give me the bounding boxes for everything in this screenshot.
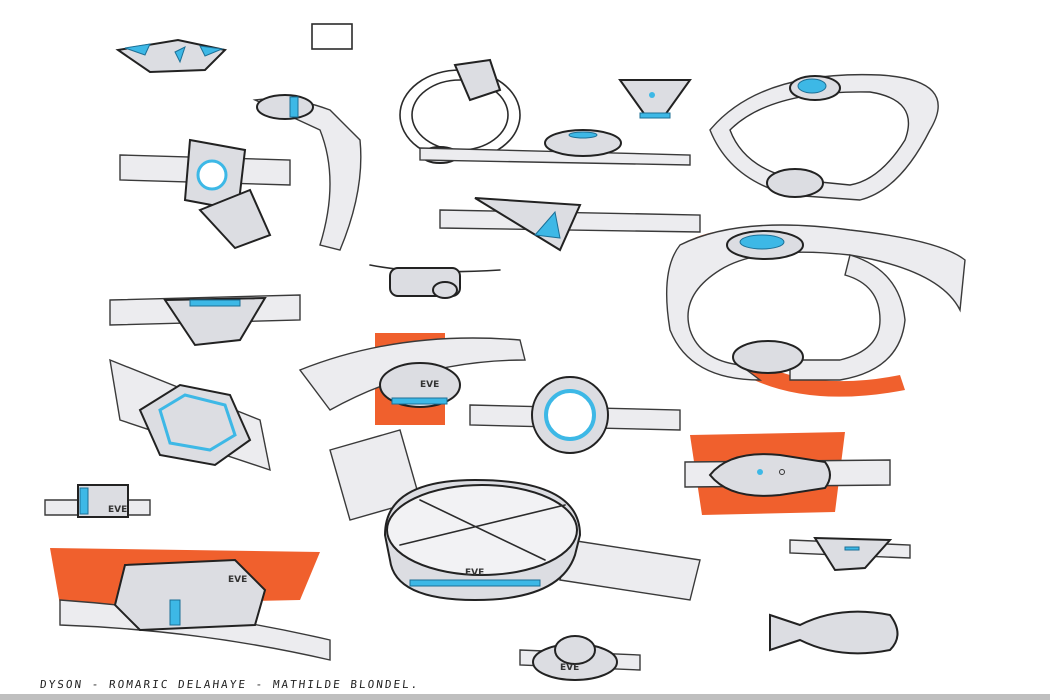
orange-marker-patch [735,350,905,397]
sketch-cone-module [618,79,692,119]
sketch-box-eve: EVE [59,558,331,661]
sketch-round-bracelet [399,58,521,164]
scan-edge [0,694,1050,700]
sketch-small-block: EVE [44,484,151,518]
sketch-oval-bracelet [709,73,939,201]
sketch-triangle-watch [119,138,291,250]
sketch-eve-pebble: EVE [298,337,526,411]
eve-logo-text: EVE [228,575,247,585]
sketch-flat-puck [419,129,691,166]
sketch-large-eve-watch: EVE [329,429,701,602]
eve-logo-text: EVE [108,505,127,515]
sketch-s-bracelet [666,224,966,381]
sketch-box-outline [311,23,353,50]
eve-logo-text: EVE [420,380,439,390]
author-caption: DYSON - ROMARIC DELAHAYE - MATHILDE BLON… [39,678,421,691]
sketch-rounded-triangle-watch [109,294,301,347]
sketch-cylinder-module [369,264,501,299]
sketch-hex-watch [109,358,271,472]
sketch-triangle-band [439,197,701,252]
sketch-round-face [469,376,681,454]
sketch-rolled-band [252,94,362,251]
eve-logo-text: EVE [560,663,579,673]
sketch-capsule-watch [684,453,891,497]
sketch-dome-watch: EVE [519,635,641,681]
eve-logo-text: EVE [465,568,484,578]
sketch-small-triangle-watch [789,536,911,572]
sketch-fish-module [769,610,899,655]
sketch-triangle-module [115,38,228,74]
